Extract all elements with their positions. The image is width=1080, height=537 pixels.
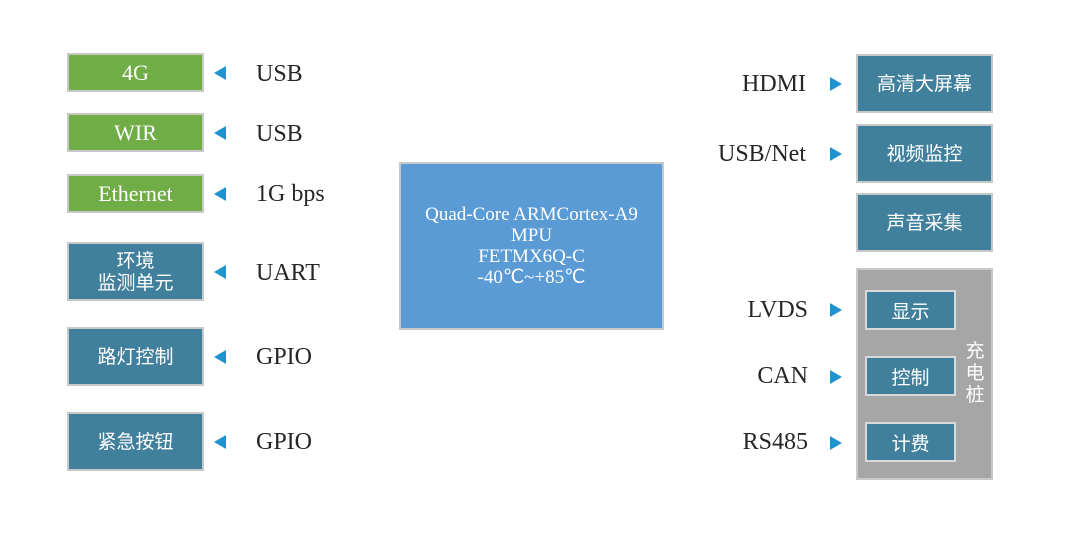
module-4g: 4G [67,53,204,92]
iface-lvds: LVDS [747,297,808,323]
iface-usb-net: USB/Net [717,141,806,167]
pile-billing: 计费 [865,422,956,462]
module-wir-label: WIR [114,119,157,145]
iface-emergency: GPIO [256,429,313,455]
arrow-right-icon [830,147,842,161]
pile-control: 控制 [865,356,956,396]
iface-hdmi: HDMI [742,71,806,97]
module-ethernet-label: Ethernet [98,180,173,206]
pile-display-label: 显示 [891,300,930,323]
arrow-left-icon [214,265,226,279]
module-emergency-label: 紧急按钮 [97,430,174,453]
mpu-line-2: MPU [510,225,553,246]
mpu-line-4: -40℃~+85℃ [477,267,586,288]
module-big-screen-label: 高清大屏幕 [876,72,972,95]
module-wir: WIR [67,113,204,152]
arrow-left-icon [214,350,226,364]
module-ethernet: Ethernet [67,174,204,213]
mpu-line-1: Quad-Core ARMCortex-A9 [425,204,638,225]
arrow-right-icon [830,436,842,450]
arrow-right-icon [830,77,842,91]
iface-streetlight: GPIO [256,344,313,370]
module-video-label: 视频监控 [886,142,963,165]
module-streetlight-label: 路灯控制 [97,345,174,368]
module-streetlight: 路灯控制 [67,327,204,386]
module-4g-label: 4G [122,59,149,85]
pile-billing-label: 计费 [891,432,930,455]
module-env-label-2: 监测单元 [97,271,174,294]
arrow-right-icon [830,303,842,317]
arrow-right-icon [830,370,842,384]
pile-title-char-2: 电 [965,362,985,384]
iface-wir: USB [256,121,303,147]
pile-display: 显示 [865,290,956,330]
module-emergency: 紧急按钮 [67,412,204,471]
iface-rs485: RS485 [742,429,808,455]
iface-can: CAN [757,363,808,389]
pile-title-char-3: 桩 [965,384,985,406]
module-video: 视频监控 [856,124,993,183]
charging-pile-title: 充 电 桩 [962,340,988,406]
arrow-left-icon [214,126,226,140]
iface-4g: USB [256,61,303,87]
iface-env: UART [256,260,320,286]
module-audio-label: 声音采集 [886,211,963,234]
mpu-block: Quad-Core ARMCortex-A9 MPU FETMX6Q-C -40… [399,162,664,330]
arrow-left-icon [214,435,226,449]
pile-title-char-1: 充 [965,340,985,362]
module-env-label-1: 环境 [116,249,155,272]
pile-control-label: 控制 [891,366,930,389]
module-audio: 声音采集 [856,193,993,252]
module-big-screen: 高清大屏幕 [856,54,993,113]
arrow-left-icon [214,187,226,201]
mpu-line-3: FETMX6Q-C [478,246,585,267]
arrow-left-icon [214,66,226,80]
module-env-monitor: 环境 监测单元 [67,242,204,301]
iface-ethernet: 1G bps [256,181,325,207]
